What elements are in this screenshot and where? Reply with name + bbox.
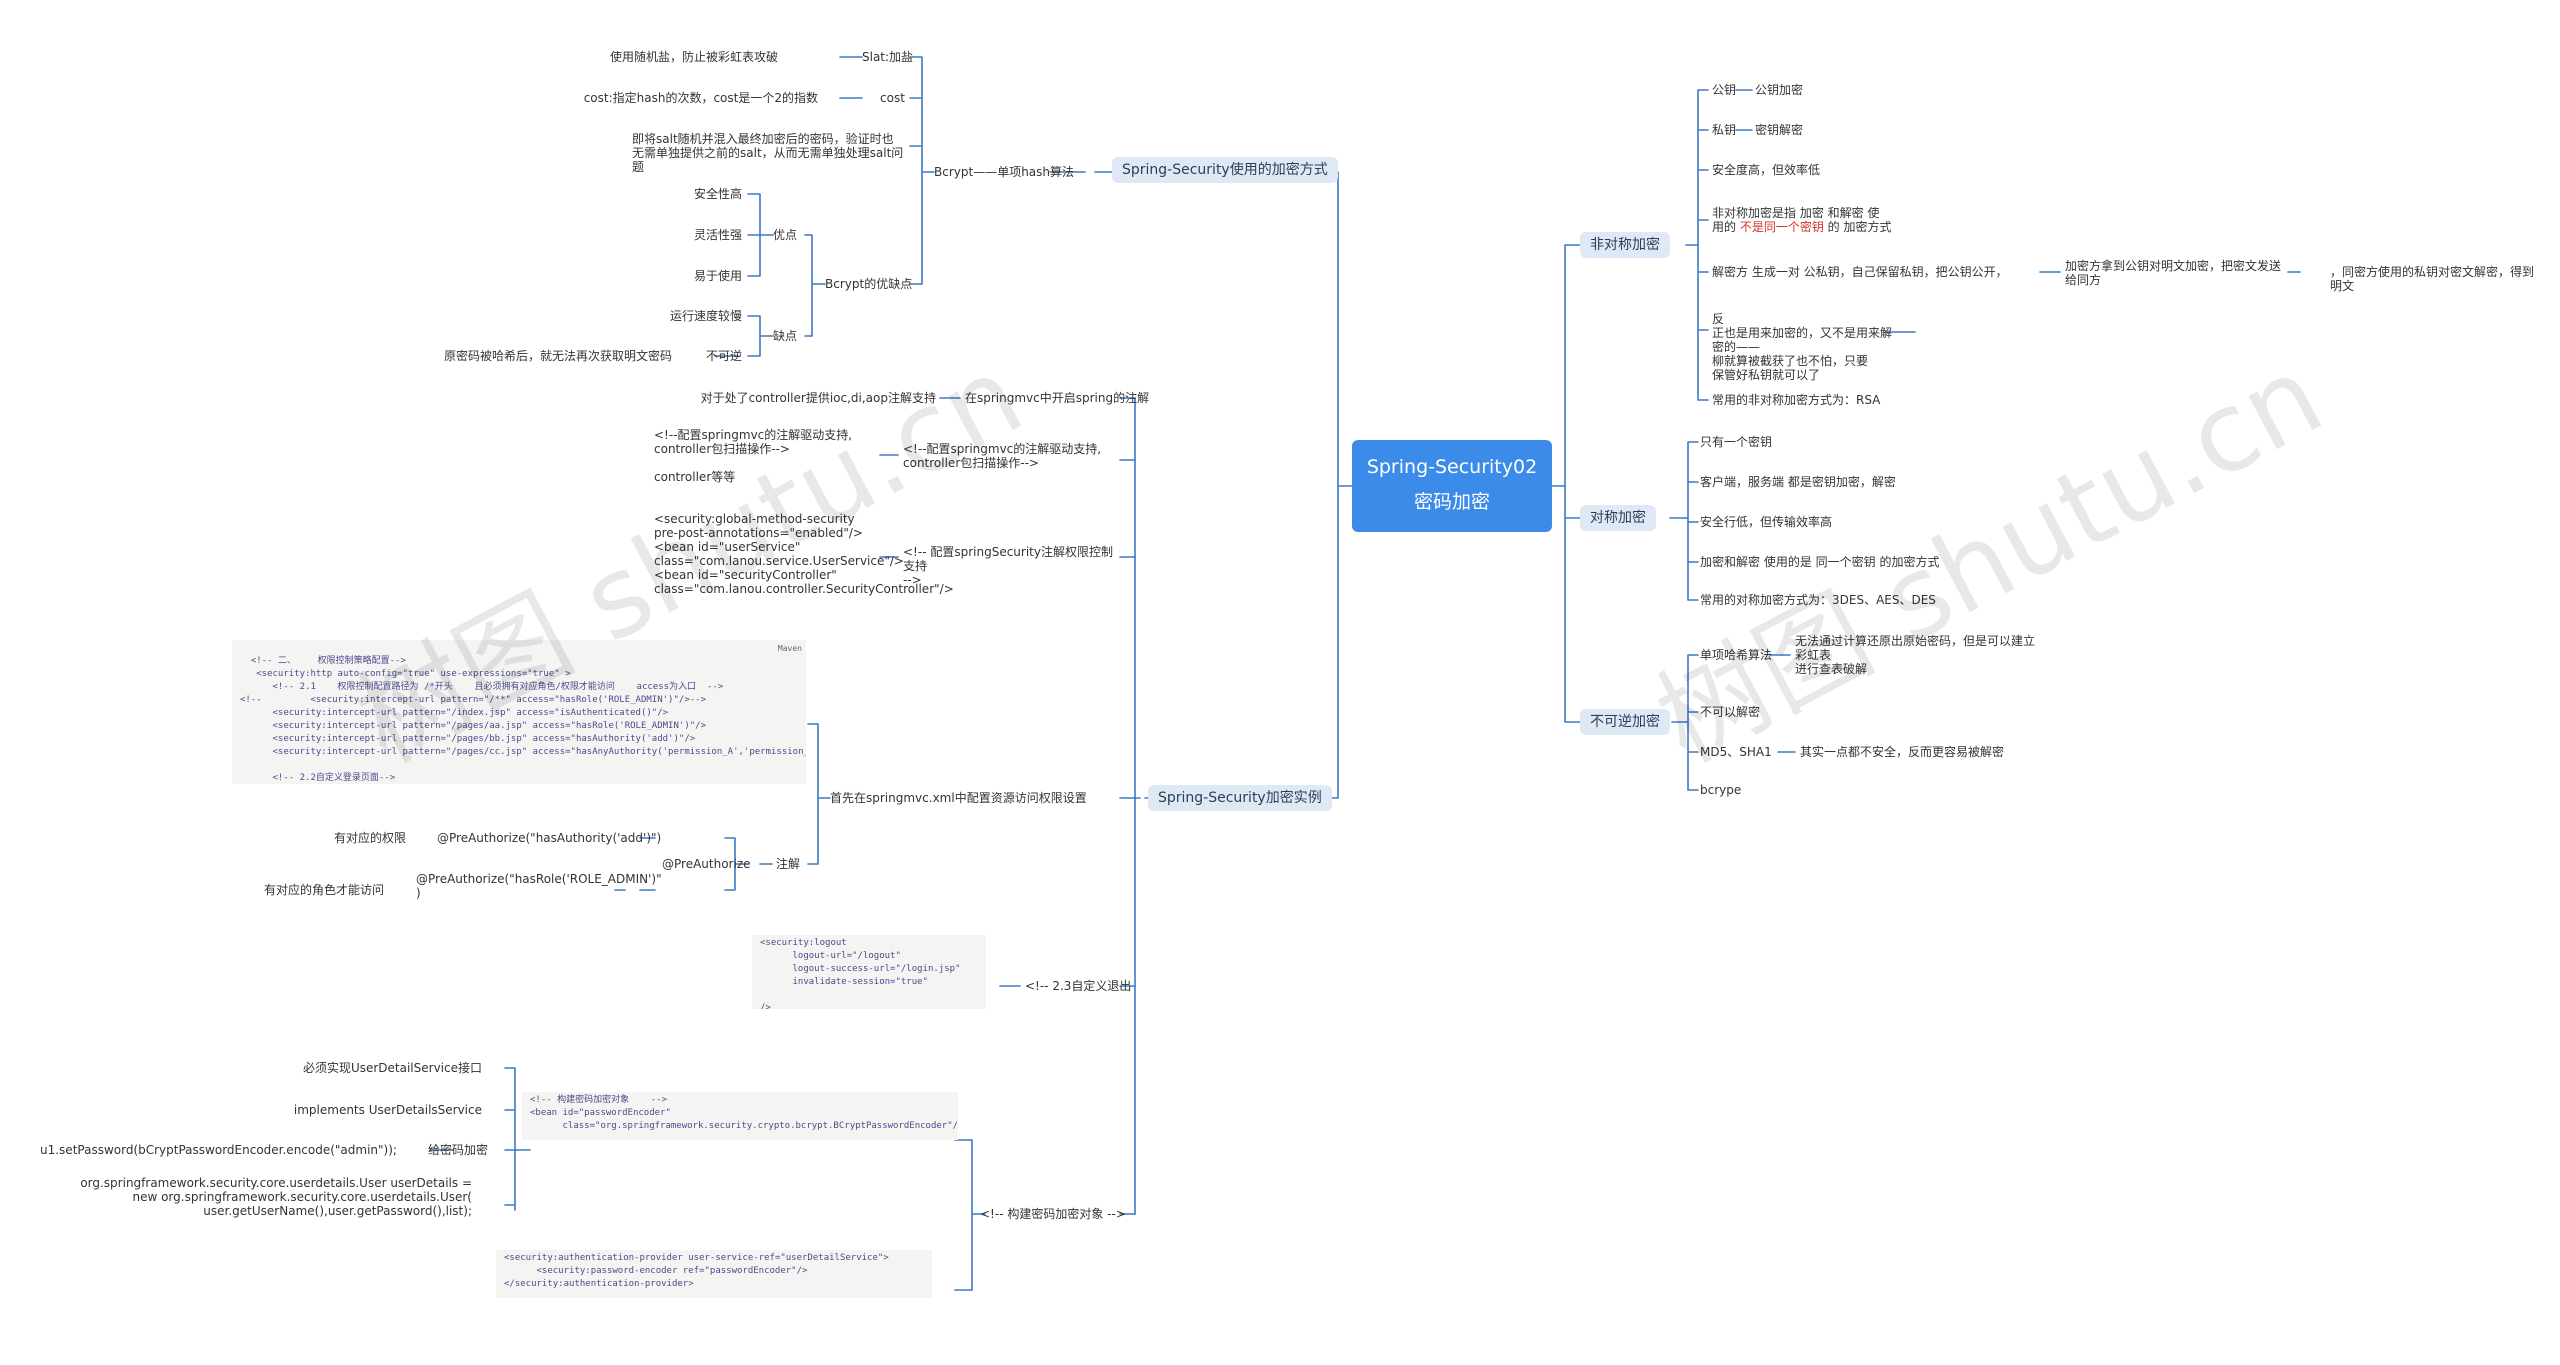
node-set-password: u1.setPassword(bCryptPasswordEncoder.enc… (40, 1143, 397, 1157)
node-cons-slow: 运行速度较慢 (669, 309, 742, 323)
node-decryptor[interactable]: 解密方 生成一对 公私钥，自己保留私钥，把公钥公开， (1712, 265, 2008, 279)
node-cost[interactable]: cost (880, 91, 905, 105)
node-private-key-desc: 密钥解密 (1755, 123, 1804, 137)
node-implements: implements UserDetailsService (293, 1103, 482, 1117)
branch-encryption-methods[interactable]: Spring-Security使用的加密方式 (1112, 157, 1338, 183)
asym-def-line1: 非对称加密是指 加密 和解密 使 (1712, 206, 1880, 220)
node-one-way-hash-desc: 无法通过计算还原出原始密码，但是可以建立彩虹表 进行查表破解 (1795, 634, 2036, 676)
node-new-user: org.springframework.security.core.userde… (80, 1176, 472, 1218)
node-mvc-driver-code: <!--配置springmvc的注解驱动支持, controller包扫描操作-… (654, 428, 853, 484)
node-salt[interactable]: Slat:加盐 (862, 50, 914, 64)
node-sym-safety: 安全行低，但传输效率高 (1700, 515, 1833, 529)
node-resource-config[interactable]: 首先在springmvc.xml中配置资源访问权限设置 (830, 791, 1087, 805)
node-enable-annotations[interactable]: 在springmvc中开启spring的注解 (965, 391, 1150, 405)
node-cost-desc: cost:指定hash的次数，cost是一个2的指数 (583, 91, 818, 105)
node-preauthorize[interactable]: @PreAuthorize (662, 857, 751, 871)
asym-def-highlight: 不是同一个密钥 (1739, 220, 1824, 234)
node-preauthorize-add[interactable]: @PreAuthorize("hasAuthority('add')") (437, 831, 662, 845)
node-ioc-desc: 对于处了controller提供ioc,di,aop注解支持 (700, 391, 936, 405)
node-sym-common: 常用的对称加密方式为：3DES、AES、DES (1700, 593, 1936, 607)
code-auth-provider: <security:authentication-provider user-s… (496, 1250, 932, 1298)
node-encrypt-password[interactable]: 给密码加密 (428, 1143, 489, 1157)
asym-def-pre: 用的 (1712, 220, 1740, 234)
node-one-way-hash[interactable]: 单项哈希算法 (1700, 648, 1773, 662)
node-preauthorize-role-desc: 有对应的角色才能访问 (263, 883, 384, 897)
node-security-annotation-code: <security:global-method-security pre-pos… (654, 512, 954, 596)
root-subtitle: 密码加密 (1413, 491, 1490, 513)
node-pros-item-1: 安全性高 (693, 187, 742, 201)
root-title: Spring-Security02 (1366, 456, 1538, 478)
node-cons[interactable]: 缺点 (773, 329, 798, 343)
node-salt-desc: 使用随机盐，防止被彩虹表攻破 (609, 50, 778, 64)
code-resource-text: <!-- 二、 权限控制策略配置--> <security:http auto-… (240, 656, 806, 783)
node-private-key[interactable]: 私钥 (1712, 123, 1737, 137)
node-security-annotation[interactable]: <!-- 配置springSecurity注解权限控制支持 --> (903, 545, 1113, 587)
code-logout: <security:logout logout-url="/logout" lo… (752, 935, 986, 1009)
node-asym-safety: 安全度高，但效率低 (1712, 163, 1821, 177)
node-must-implement: 必须实现UserDetailService接口 (302, 1061, 482, 1075)
code-resource-config: <!-- 二、 权限控制策略配置--> <security:http auto-… (232, 640, 806, 784)
node-password-encoder[interactable]: <!-- 构建密码加密对象 --> (980, 1207, 1126, 1221)
branch-encryption-example[interactable]: Spring-Security加密实例 (1148, 785, 1332, 811)
node-mvc-driver[interactable]: <!--配置springmvc的注解驱动支持, controller包扫描操作-… (903, 442, 1102, 470)
node-annotations[interactable]: 注解 (776, 857, 801, 871)
node-custom-logout[interactable]: <!-- 2.3自定义退出 (1025, 979, 1132, 993)
node-salt-embed: 即将salt随机并混入最终加密后的密码，验证时也无需单独提供之前的salt，从而… (632, 132, 904, 174)
node-same-key: 加密和解密 使用的是 同一个密钥 的加密方式 (1700, 555, 1940, 569)
node-cons-irreversible-desc: 原密码被哈希后，就无法再次获取明文密码 (443, 349, 672, 363)
node-pros-item-3: 易于使用 (693, 269, 742, 283)
node-public-key[interactable]: 公钥 (1712, 83, 1737, 97)
node-pros[interactable]: 优点 (773, 228, 798, 242)
node-pros-item-2: 灵活性强 (693, 228, 742, 242)
node-bcrype: bcrype (1700, 783, 1742, 797)
node-encryptor: 加密方拿到公钥对明文加密，把密文发送给同方 (2065, 259, 2282, 287)
node-md5-sha1[interactable]: MD5、SHA1 (1700, 745, 1772, 759)
node-client-server: 客户端，服务端 都是密钥加密，解密 (1700, 475, 1896, 489)
code-resource-tag: Maven (777, 644, 802, 653)
code-password-encoder: <!-- 构建密码加密对象 --> <bean id="passwordEnco… (522, 1092, 958, 1140)
node-md5-sha1-desc: 其实一点都不安全，反而更容易被解密 (1800, 745, 2005, 759)
branch-symmetric[interactable]: 对称加密 (1580, 505, 1656, 531)
node-public-key-desc: 公钥加密 (1755, 83, 1804, 97)
branch-asymmetric[interactable]: 非对称加密 (1580, 232, 1670, 258)
node-one-key: 只有一个密钥 (1700, 435, 1773, 449)
root-node[interactable]: Spring-Security02 密码加密 (1352, 440, 1552, 532)
node-decrypt-result: ，同密方使用的私钥对密文解密，得到明文 (2330, 265, 2535, 293)
node-preauthorize-role[interactable]: @PreAuthorize("hasRole('ROLE_ADMIN')" ) (416, 872, 662, 900)
asym-def-line2: 用的 不是同一个密钥 的 加密方式 (1712, 220, 1891, 234)
branch-irreversible[interactable]: 不可逆加密 (1580, 709, 1670, 735)
node-cannot-decrypt: 不可以解密 (1700, 705, 1761, 719)
node-bcrypt-hash[interactable]: Bcrypt——单项hash算法 (934, 165, 1075, 179)
node-bcrypt-pros-cons[interactable]: Bcrypt的优缺点 (825, 277, 913, 291)
node-reverse-note: 反 正也是用来加密的，又不是用来解密的—— 柳就算被截获了也不怕，只要 保管好私… (1712, 312, 1893, 382)
asym-def-post: 的 加密方式 (1823, 220, 1892, 234)
node-rsa: 常用的非对称加密方式为：RSA (1712, 393, 1881, 407)
node-asym-definition: 非对称加密是指 加密 和解密 使 用的 不是同一个密钥 的 加密方式 (1712, 206, 1891, 234)
node-preauthorize-add-desc: 有对应的权限 (333, 831, 406, 845)
node-cons-irreversible[interactable]: 不可逆 (706, 349, 743, 363)
